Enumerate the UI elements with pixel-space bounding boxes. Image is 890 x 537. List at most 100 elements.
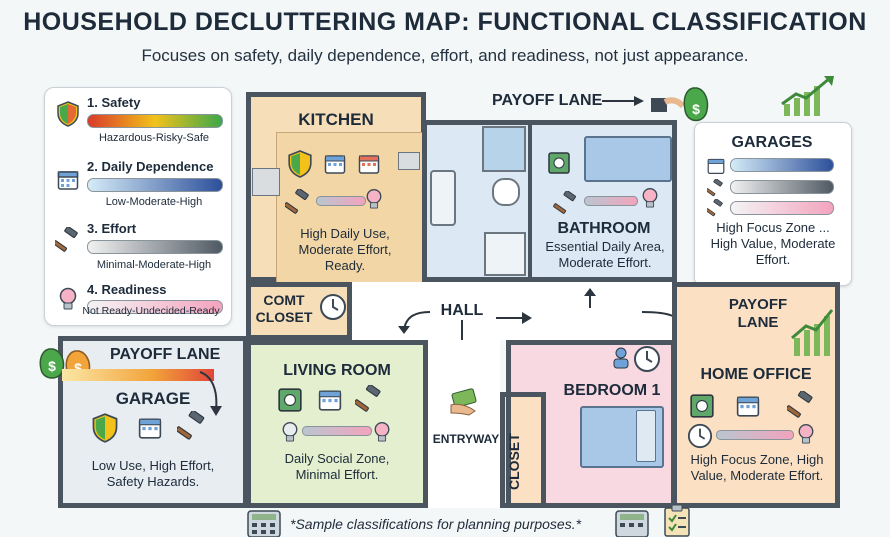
kitchen-label: KITCHEN — [298, 110, 374, 129]
clipboard-icon — [660, 502, 694, 537]
garage-description: Low Use, High Effort, Safety Hazards. — [64, 458, 242, 490]
lightbulb-icon — [640, 186, 660, 212]
lightbulb-icon — [796, 422, 816, 448]
effort-gradient-bar — [730, 180, 834, 194]
hammer-icon — [284, 188, 314, 216]
bathroom-divider — [528, 122, 532, 280]
svg-text:$: $ — [48, 358, 56, 374]
calendar-icon — [316, 386, 344, 414]
living-desc-line: Daily Social Zone, — [284, 451, 390, 466]
pillow-icon — [636, 410, 656, 462]
garages-label: GARAGES — [731, 134, 813, 151]
calendar-icon — [322, 152, 348, 176]
hammer-icon — [706, 198, 726, 218]
calculator-icon — [612, 508, 652, 537]
legend-effort-caption: Minimal-Moderate-High — [96, 259, 212, 271]
bathroom-desc-line: Moderate Effort. — [558, 255, 652, 270]
effort-readiness-bar — [584, 196, 638, 206]
closet-label: CLOSET — [506, 433, 522, 490]
legend-safety-label: 1. Safety — [87, 95, 141, 110]
payoff-right-line: LANE — [737, 314, 779, 331]
effort-gradient-bar — [87, 240, 223, 254]
calendar-icon — [734, 392, 762, 420]
living-room-description: Daily Social Zone, Minimal Effort. — [256, 451, 418, 483]
home-office-label: HOME OFFICE — [700, 366, 812, 383]
hammer-icon — [706, 178, 726, 198]
garages-desc-line: Effort. — [755, 252, 791, 267]
kitchen-desc-line: High Daily Use, — [300, 226, 390, 241]
payoff-lane-right-label: PAYOFF LANE — [728, 296, 788, 332]
legend-effort-label: 3. Effort — [87, 221, 137, 236]
comt-closet-room — [246, 282, 352, 340]
calendar-icon — [356, 152, 382, 176]
legend-panel: 1. Safety Hazardous-Risky-Safe 2. Daily … — [44, 87, 232, 326]
hammer-icon — [354, 384, 386, 414]
legend-daily-label: 2. Daily Dependence — [87, 159, 214, 174]
living-desc-line: Minimal Effort. — [295, 467, 379, 482]
garages-desc-line: High Value, Moderate — [710, 236, 836, 251]
hall-label: HALL — [440, 302, 484, 319]
arrow-down-icon — [199, 371, 222, 416]
stove-icon — [252, 168, 280, 196]
arrow-right-icon — [496, 312, 532, 324]
garage-desc-line: Low Use, High Effort, — [91, 458, 215, 473]
shield-icon — [285, 148, 315, 180]
garage-desc-line: Safety Hazards. — [106, 474, 200, 489]
growth-chart-icon — [791, 309, 834, 356]
arrow-up-icon — [584, 288, 596, 308]
bathroom-description: Essential Daily Area, Moderate Effort. — [534, 239, 676, 271]
bathtub-icon — [482, 126, 526, 172]
sink-icon — [430, 170, 456, 226]
readiness-gradient-bar — [730, 201, 834, 215]
living-room-label: LIVING ROOM — [283, 362, 391, 379]
readiness-gradient-bar — [302, 426, 372, 436]
shield-icon — [90, 412, 120, 444]
safe-icon — [276, 386, 304, 414]
growth-chart-icon — [781, 76, 834, 116]
entryway-label: ENTRYWAY — [432, 432, 500, 446]
entryway-area — [428, 340, 500, 508]
bedroom-label: BEDROOM 1 — [563, 382, 661, 399]
lightbulb-icon — [372, 420, 392, 446]
kitchen-desc-line: Moderate Effort, — [298, 242, 392, 257]
arrow-left-icon — [398, 311, 431, 334]
readiness-gradient-bar — [716, 430, 794, 440]
footnote: *Sample classifications for planning pur… — [290, 516, 582, 532]
lightbulb-icon — [55, 286, 81, 314]
lightbulb-icon — [364, 186, 384, 214]
bathroom-label: BATHROOM — [557, 220, 651, 237]
toilet-icon — [492, 178, 520, 206]
payoff-lane-bar — [62, 369, 214, 381]
clock-icon — [686, 422, 714, 450]
living-room — [246, 340, 428, 508]
shield-icon — [55, 100, 81, 128]
shower-icon — [484, 232, 526, 276]
daily-gradient-bar — [87, 178, 223, 192]
hammer-icon — [176, 410, 210, 442]
closet-wall — [506, 392, 546, 508]
hall-area — [352, 282, 692, 340]
legend-readiness-label: 4. Readiness — [87, 282, 167, 297]
safe-icon — [688, 392, 716, 420]
office-desc-line: High Focus Zone, High — [690, 452, 824, 467]
clock-icon — [318, 292, 348, 322]
lightbulb-icon — [280, 420, 300, 446]
legend-readiness-caption: Not Ready-Undecided-Ready — [82, 305, 220, 317]
calendar-icon — [55, 168, 81, 192]
hammer-icon — [552, 190, 582, 216]
comt-closet-label-line: COMT — [263, 292, 305, 308]
payoff-lane-top-label: PAYOFF LANE — [492, 92, 603, 109]
clock-icon — [632, 344, 662, 374]
safe-icon — [546, 150, 572, 176]
garage-label: GARAGE — [115, 389, 191, 408]
sink-icon — [398, 152, 420, 170]
garages-desc-line: High Focus Zone ... — [716, 220, 830, 235]
page-subtitle: Focuses on safety, daily dependence, eff… — [141, 46, 749, 65]
payoff-right-line: PAYOFF — [728, 296, 788, 313]
comt-closet-label: COMT CLOSET — [252, 292, 316, 326]
home-office-description: High Focus Zone, High Value, Moderate Ef… — [678, 452, 836, 484]
kitchen-desc-line: Ready. — [324, 258, 366, 273]
daily-gradient-bar — [730, 158, 834, 172]
person-icon — [610, 346, 632, 370]
bathroom-desc-line: Essential Daily Area, — [545, 239, 665, 254]
